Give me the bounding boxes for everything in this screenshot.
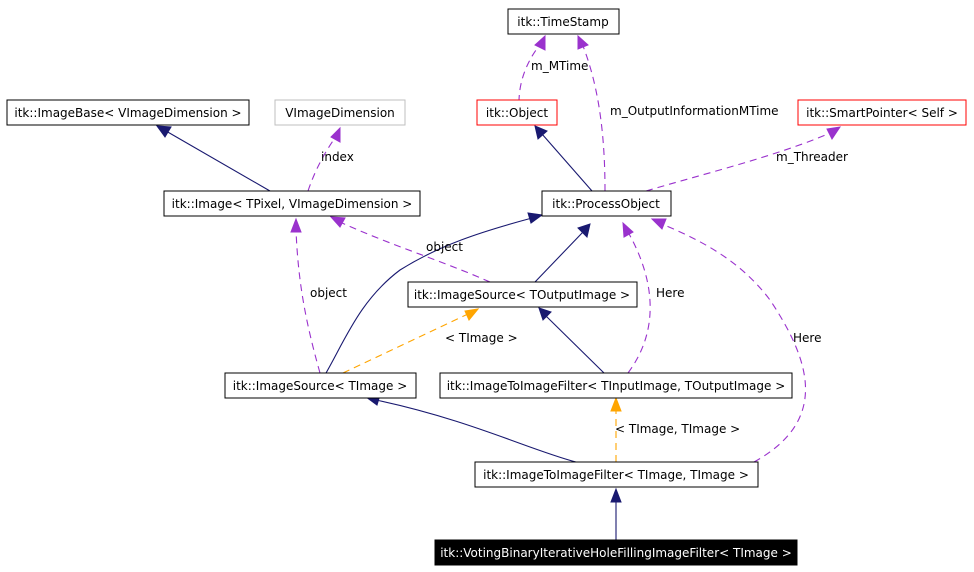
- edge-label-timage-timage: < TImage, TImage >: [615, 422, 740, 436]
- edge-label-index: index: [321, 150, 354, 164]
- svg-text:VImageDimension: VImageDimension: [285, 106, 395, 120]
- node-vimagedimension: VImageDimension: [274, 99, 406, 126]
- arrowhead-icon: [534, 125, 548, 140]
- arrowhead-icon: [538, 307, 552, 321]
- edge-object-mtime: [518, 45, 540, 103]
- arrowhead-icon: [610, 487, 622, 503]
- svg-text:itk::SmartPointer< Self >: itk::SmartPointer< Self >: [806, 106, 958, 120]
- edge-label-m-threader: m_Threader: [776, 150, 848, 164]
- edge-label-m-outputinformationmtime: m_OutputInformationMTime: [610, 104, 779, 118]
- node-imagebase[interactable]: itk::ImageBase< VImageDimension >: [6, 99, 250, 126]
- edge-imagetoimagefilter-generic-to-imagesource: [545, 315, 605, 374]
- edge-labels: m_MTime m_OutputInformationMTime index m…: [310, 59, 848, 436]
- edge-label-here: Here: [793, 331, 821, 345]
- edge-imagetoimagefilter-timage-to-imagesource: [375, 399, 577, 463]
- arrowhead-icon: [330, 126, 341, 143]
- svg-text:itk::ImageToImageFilter< TImag: itk::ImageToImageFilter< TImage, TImage …: [483, 468, 749, 482]
- arrowhead-icon: [329, 216, 346, 228]
- edge-image-index: [307, 137, 336, 192]
- arrowhead-icon: [826, 126, 842, 140]
- edge-imagesource-timage-to-processobject: [325, 217, 533, 374]
- edge-label-here: Here: [656, 286, 684, 300]
- edge-label-m-mtime: m_MTime: [531, 59, 588, 73]
- svg-text:itk::ImageSource< TOutputImage: itk::ImageSource< TOutputImage >: [414, 288, 630, 302]
- edge-imagesource-toutput-to-processobject: [534, 231, 584, 283]
- arrowhead-icon: [622, 221, 634, 238]
- svg-text:itk::TimeStamp: itk::TimeStamp: [517, 15, 608, 29]
- template-edges: [342, 308, 622, 462]
- node-imagesource-toutputimage[interactable]: itk::ImageSource< TOutputImage >: [407, 281, 638, 308]
- node-imagesource-timage[interactable]: itk::ImageSource< TImage >: [224, 372, 417, 399]
- edge-label-timage: < TImage >: [445, 331, 518, 345]
- node-voting-filter: itk::VotingBinaryIterativeHoleFillingIma…: [434, 539, 798, 566]
- edge-processobject-to-object: [541, 133, 593, 192]
- svg-text:itk::ImageToImageFilter< TInpu: itk::ImageToImageFilter< TInputImage, TO…: [447, 379, 786, 393]
- node-object[interactable]: itk::Object: [476, 99, 558, 126]
- arrowhead-icon: [527, 212, 544, 224]
- node-processobject[interactable]: itk::ProcessObject: [541, 190, 672, 217]
- edge-imagesource-timage-object: [295, 229, 321, 374]
- arrowhead-icon: [464, 308, 480, 321]
- node-imagetoimagefilter-timage[interactable]: itk::ImageToImageFilter< TImage, TImage …: [474, 461, 759, 488]
- arrowhead-icon: [577, 34, 589, 50]
- arrowhead-icon: [534, 34, 546, 51]
- arrowhead-icon: [650, 218, 667, 230]
- node-timestamp[interactable]: itk::TimeStamp: [507, 8, 620, 35]
- nodes: itk::TimeStamp itk::ImageBase< VImageDim…: [6, 8, 967, 566]
- svg-text:itk::ProcessObject: itk::ProcessObject: [552, 197, 660, 211]
- edge-image-to-imagebase: [165, 130, 271, 192]
- edge-processobject-outputinformationmtime: [582, 45, 606, 192]
- edge-imagesource-toutput-object: [339, 221, 491, 283]
- arrowhead-icon: [290, 217, 302, 233]
- node-imagetoimagefilter-generic[interactable]: itk::ImageToImageFilter< TInputImage, TO…: [439, 372, 793, 399]
- svg-text:itk::VotingBinaryIterativeHole: itk::VotingBinaryIterativeHoleFillingIma…: [440, 546, 792, 560]
- node-smartpointer[interactable]: itk::SmartPointer< Self >: [797, 99, 967, 126]
- usage-edges: [290, 34, 842, 463]
- svg-text:itk::ImageBase< VImageDimensio: itk::ImageBase< VImageDimension >: [14, 106, 241, 120]
- edge-imagetoimagefilter-timage-here: [661, 223, 806, 463]
- edge-label-object: object: [426, 240, 463, 254]
- svg-text:itk::Image< TPixel, VImageDime: itk::Image< TPixel, VImageDimension >: [172, 197, 413, 211]
- edge-label-object: object: [310, 286, 347, 300]
- svg-text:itk::ImageSource< TImage >: itk::ImageSource< TImage >: [233, 379, 408, 393]
- svg-text:itk::Object: itk::Object: [486, 106, 548, 120]
- arrowhead-icon: [155, 125, 172, 138]
- arrowhead-icon: [577, 223, 591, 238]
- arrowhead-icon: [610, 396, 622, 412]
- node-image[interactable]: itk::Image< TPixel, VImageDimension >: [163, 190, 421, 217]
- edge-imagetoimagefilter-generic-here: [627, 231, 651, 374]
- edge-processobject-threader: [645, 132, 831, 192]
